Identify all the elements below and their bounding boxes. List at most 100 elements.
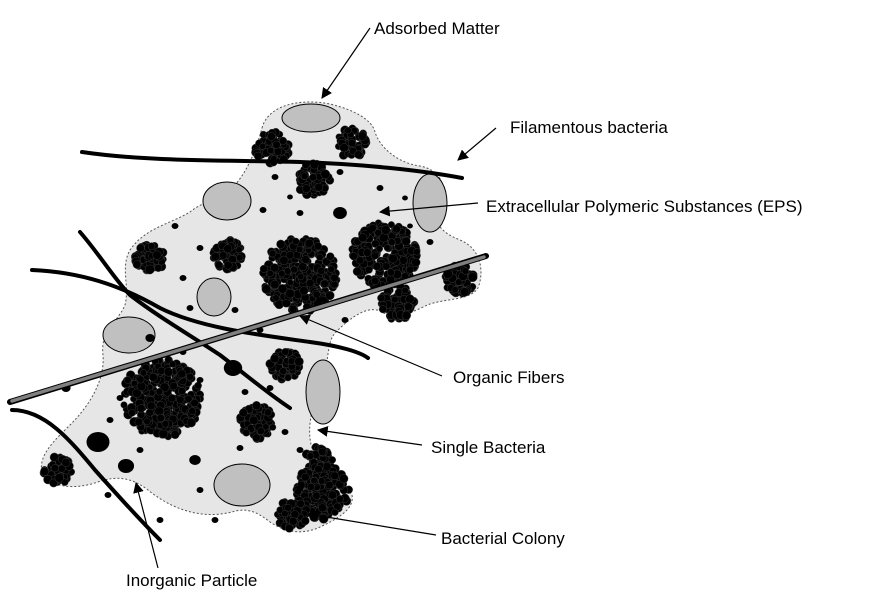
colony-cell bbox=[375, 245, 384, 253]
colony-cell bbox=[314, 465, 323, 474]
colony-cell bbox=[388, 253, 398, 264]
colony-cell bbox=[306, 279, 315, 288]
colony-cell bbox=[381, 225, 391, 235]
colony-cell bbox=[256, 427, 265, 435]
colony-cell bbox=[238, 408, 248, 418]
colony-cell bbox=[378, 305, 387, 314]
colony-cell bbox=[124, 376, 132, 384]
colony-cell bbox=[372, 262, 382, 271]
particle bbox=[102, 316, 156, 354]
colony-cell bbox=[132, 260, 142, 269]
colony-cell bbox=[404, 302, 413, 311]
single-bacterium bbox=[196, 487, 204, 493]
colony-cell bbox=[136, 381, 147, 392]
colony-cell bbox=[306, 452, 315, 460]
colony-cell bbox=[296, 499, 305, 508]
colony-cell bbox=[364, 265, 373, 274]
colony-cell bbox=[316, 253, 324, 261]
single-bacterium bbox=[336, 169, 344, 175]
colony-cell bbox=[301, 172, 309, 180]
colony-cell bbox=[154, 264, 163, 272]
colony-cell bbox=[388, 238, 396, 246]
colony-cell bbox=[266, 269, 274, 277]
colony-cell bbox=[279, 136, 288, 145]
colony-cell bbox=[259, 142, 266, 150]
colony-cell bbox=[411, 257, 421, 267]
particle bbox=[305, 359, 341, 425]
colony-cell bbox=[190, 398, 199, 408]
colony-cell bbox=[236, 254, 244, 262]
arrow-inorganic-particle bbox=[133, 481, 159, 569]
colony-cell bbox=[297, 273, 305, 281]
bacterial-colony bbox=[130, 240, 168, 275]
colony-cell bbox=[184, 394, 193, 403]
inorganic-particles bbox=[102, 103, 448, 507]
arrow-filamentous-bacteria bbox=[457, 127, 497, 161]
single-bacterium bbox=[145, 334, 155, 342]
colony-cell bbox=[186, 372, 194, 381]
colony-cell bbox=[132, 388, 142, 398]
colony-cell bbox=[61, 458, 71, 468]
single-bacterium bbox=[189, 455, 201, 465]
filament-diagonal bbox=[78, 230, 292, 410]
particle bbox=[412, 173, 448, 233]
colony-cell bbox=[312, 491, 321, 500]
colony-cell bbox=[401, 287, 409, 295]
colony-cell bbox=[325, 290, 335, 301]
colony-cell bbox=[194, 381, 202, 390]
colony-cell bbox=[318, 477, 326, 485]
single-bacteria bbox=[61, 169, 434, 523]
colony-cell bbox=[401, 310, 412, 320]
colony-cell bbox=[405, 294, 415, 304]
colony-cell bbox=[273, 147, 283, 156]
colony-cell bbox=[139, 369, 147, 377]
colony-cell bbox=[147, 242, 156, 250]
colony-cell bbox=[146, 401, 156, 410]
colony-cell bbox=[292, 237, 300, 246]
single-bacterium bbox=[186, 305, 194, 311]
single-bacterium bbox=[333, 207, 347, 219]
single-bacterium bbox=[296, 210, 304, 216]
arrow-adsorbed-matter bbox=[321, 27, 371, 99]
colony-cell bbox=[374, 229, 382, 237]
colony-cell bbox=[310, 477, 318, 485]
colony-cell bbox=[317, 266, 326, 275]
single-bacterium bbox=[231, 307, 239, 313]
colony-cell bbox=[186, 418, 196, 428]
colony-cell bbox=[467, 272, 478, 283]
bacterial-colony bbox=[274, 498, 311, 533]
colony-cell bbox=[349, 252, 358, 261]
colony-cell bbox=[136, 375, 145, 384]
colony-cell bbox=[249, 415, 259, 425]
colony-cell bbox=[270, 280, 280, 290]
colony-cell bbox=[49, 478, 58, 488]
colony-cell bbox=[143, 417, 151, 426]
single-bacterium bbox=[402, 195, 408, 201]
colony-cell bbox=[314, 182, 324, 192]
filament-bottom bbox=[10, 408, 162, 542]
single-bacterium bbox=[296, 485, 304, 491]
single-bacterium bbox=[376, 185, 384, 191]
label-adsorbed-matter: Adsorbed Matter bbox=[374, 19, 500, 38]
bacterial-colony bbox=[265, 347, 304, 384]
colony-cell bbox=[169, 360, 177, 368]
colony-cell bbox=[161, 420, 170, 428]
colony-cell bbox=[296, 245, 304, 254]
organic-fiber bbox=[7, 253, 489, 405]
colony-cell bbox=[301, 255, 311, 264]
colony-cell bbox=[455, 278, 463, 286]
colony-cell bbox=[170, 430, 180, 439]
colony-cell bbox=[406, 265, 414, 274]
colony-cell bbox=[289, 517, 298, 526]
single-bacterium bbox=[241, 389, 249, 395]
colony-cell bbox=[253, 151, 263, 161]
single-bacterium bbox=[366, 227, 374, 233]
bacterial-colony bbox=[377, 282, 419, 323]
colony-cell bbox=[223, 244, 233, 254]
adsorbed-matter-particle bbox=[281, 103, 341, 133]
colony-cell bbox=[339, 474, 349, 484]
colony-cell bbox=[264, 408, 273, 417]
colony-cell bbox=[223, 260, 233, 270]
colony-cell bbox=[377, 294, 386, 303]
